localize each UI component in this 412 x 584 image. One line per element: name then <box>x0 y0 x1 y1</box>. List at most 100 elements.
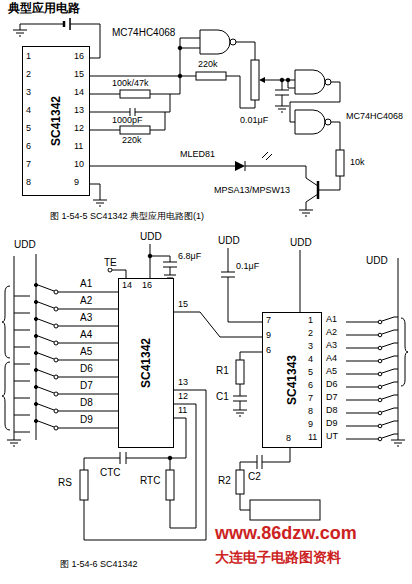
pin-number: 6 <box>26 142 31 151</box>
wire-stroke <box>346 395 398 400</box>
pin-number: 8 <box>308 407 313 416</box>
pin-number: 7 <box>308 394 313 403</box>
pin-number: 16 <box>74 52 84 61</box>
pin-number: 14 <box>122 281 132 290</box>
pin-number: 11 <box>178 406 187 415</box>
signal-name: A2 <box>326 328 337 337</box>
wire-stroke <box>346 382 398 387</box>
component-value: 0.01μF <box>240 116 268 125</box>
wire-stroke <box>14 370 118 381</box>
switch-contact <box>34 334 37 337</box>
signal-wire <box>174 312 262 337</box>
wire-stroke <box>14 302 118 313</box>
pin-number: 16 <box>142 281 152 290</box>
pin-number: 15 <box>74 70 84 79</box>
switch-contact <box>378 385 382 389</box>
pin-number: 6 <box>266 346 271 355</box>
switch-contact <box>54 290 58 294</box>
wire-stroke <box>14 421 118 432</box>
chip-name: SC41342 <box>50 96 62 146</box>
pin-number: 9 <box>74 178 79 187</box>
wire-stroke <box>346 408 398 413</box>
pin-number: 4 <box>308 355 313 364</box>
signal-name: D7 <box>80 381 93 391</box>
part-number: MPSA13/MPSW13 <box>214 186 290 195</box>
switch-contact <box>34 368 37 371</box>
wire-stroke <box>346 330 398 335</box>
pin-number: 3 <box>308 342 313 351</box>
pin-number: 5 <box>26 124 31 133</box>
figure-caption: 图 1-54-5 SC41342 典型应用电路图(1) <box>50 212 204 221</box>
signal-name: A4 <box>80 330 92 340</box>
switch-contact <box>378 359 382 363</box>
wire-stroke <box>14 285 118 296</box>
figure-caption: 图 1-54-6 SC41342 <box>60 560 138 569</box>
pin-number: 3 <box>26 88 31 97</box>
ic-chip: SC41342 <box>118 278 174 448</box>
pin-number: 12 <box>74 124 84 133</box>
signal-name: A1 <box>326 315 337 324</box>
switch-contact <box>378 424 382 428</box>
wire-stroke <box>346 421 398 426</box>
signal-name: D9 <box>80 415 93 425</box>
switch-contact <box>34 385 37 388</box>
signal-name: A2 <box>80 296 92 306</box>
wire-stroke <box>14 353 118 364</box>
pin-number: 9 <box>266 331 271 340</box>
component-value: 1000pF <box>112 116 143 125</box>
component-value: 220k <box>198 60 218 69</box>
supply-label: UDD <box>290 238 312 248</box>
pin-number: 1 <box>308 316 313 325</box>
wire-stroke <box>346 356 398 361</box>
watermark: 大连电子电路图资料 <box>215 550 341 564</box>
switch-contact <box>54 307 58 311</box>
wire-stroke <box>14 319 118 330</box>
signal-name: A3 <box>80 313 92 323</box>
switch-contact <box>34 351 37 354</box>
pin-number: 8 <box>26 178 31 187</box>
pin-number: 5 <box>308 368 313 377</box>
wire-stroke <box>14 387 118 398</box>
switch-contact <box>34 402 37 405</box>
switch-contact <box>378 437 382 441</box>
part-number: MC74HC4068 <box>346 112 403 121</box>
component-label: C2 <box>248 472 261 482</box>
wire-stroke <box>346 434 398 439</box>
switch-contact <box>378 411 382 415</box>
signal-name: A5 <box>326 367 337 376</box>
pin-number: 2 <box>26 70 31 79</box>
pin-number: 13 <box>178 378 188 387</box>
pin-number: 9 <box>308 420 313 429</box>
switch-contact <box>34 419 37 422</box>
chip-name: SC41343 <box>286 355 298 405</box>
signal-name: D8 <box>326 406 338 415</box>
switch-contact <box>34 300 37 303</box>
switch-contact <box>54 324 58 328</box>
component-value: 10k <box>350 158 365 167</box>
diagram-title: 典型应用电路 <box>8 2 80 14</box>
signal-name: D9 <box>326 419 338 428</box>
signal-name: D7 <box>326 393 338 402</box>
component-value: 220k <box>122 136 142 145</box>
switch-contact <box>54 392 58 396</box>
pin-number: 14 <box>74 88 84 97</box>
wire-stroke <box>14 404 118 415</box>
switch-contact <box>378 320 382 324</box>
component-label: RS <box>58 478 72 488</box>
pin-number: 4 <box>26 106 31 115</box>
switch-contact <box>54 341 58 345</box>
signal-name: A1 <box>80 279 92 289</box>
pin-number: 8 <box>286 434 291 443</box>
switch-contact <box>34 283 37 286</box>
switch-contact <box>378 333 382 337</box>
component-label: R2 <box>218 476 231 486</box>
signal-name: D6 <box>80 364 93 374</box>
supply-label: UDD <box>366 256 388 266</box>
pin-number: 2 <box>308 329 313 338</box>
supply-label: UDD <box>218 236 240 246</box>
component-label: CTC <box>100 468 121 478</box>
watermark: www.86dzw.com <box>215 524 357 542</box>
signal-name: A4 <box>326 354 337 363</box>
pin-number: 6 <box>308 381 313 390</box>
component-label: RTC <box>140 476 160 486</box>
